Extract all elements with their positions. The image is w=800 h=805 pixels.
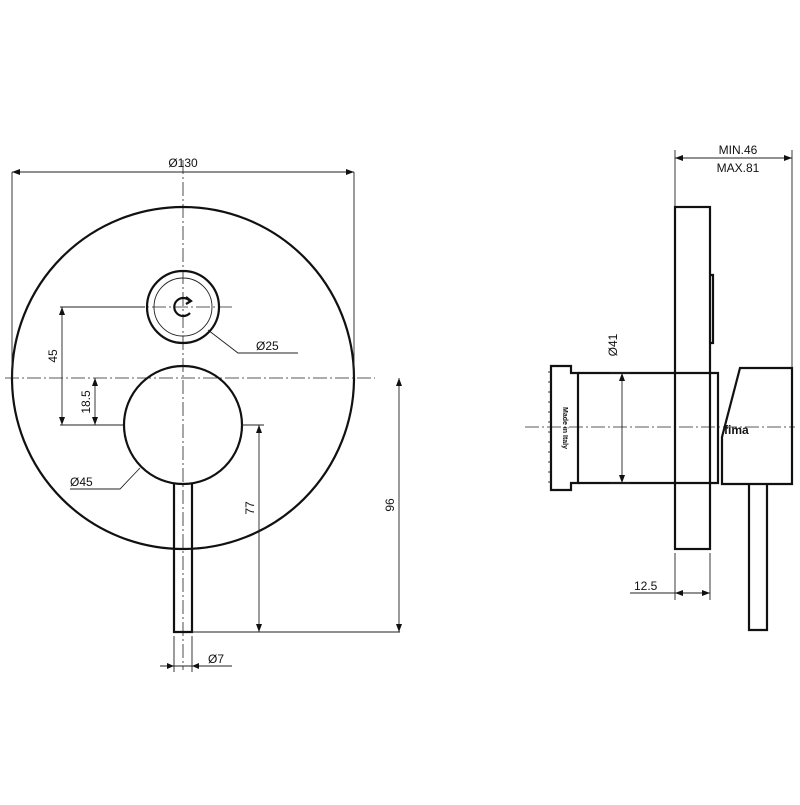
side-handle	[720, 366, 794, 486]
diverter-arrow-icon	[173, 296, 191, 318]
side-lever	[747, 484, 769, 632]
dim-total-height-label: 96	[383, 498, 397, 512]
dim-45-leader	[70, 467, 141, 490]
dim-plate-thickness-label: 12.5	[634, 579, 658, 593]
dim-outer-diameter-label: Ø130	[168, 156, 198, 170]
diverter-knob-inner	[153, 277, 213, 337]
dim-handle-diameter-label: Ø45	[70, 475, 93, 489]
front-view: Ø130 Ø25 45 18.5 Ø45 77 96 Ø7	[5, 156, 402, 672]
dim-25-leader	[207, 329, 298, 354]
diverter-knob-outer	[145, 269, 221, 345]
dim-body-diameter-label: Ø41	[606, 333, 620, 356]
dim-knob-offset-label: 45	[46, 349, 60, 363]
dim-depth-min-label: MIN.46	[719, 143, 758, 157]
side-view: Made in Italy fima MIN.46 MAX.81 Ø41 12.…	[525, 143, 795, 632]
made-in-italy-marking: Made in Italy	[561, 407, 568, 449]
dim-12-5-arrows	[675, 590, 710, 596]
nut-thread-marks	[548, 371, 551, 483]
dim-small-knob-diameter-label: Ø25	[256, 339, 279, 353]
side-diverter-knob	[710, 273, 715, 345]
dim-handle-offset-label: 18.5	[79, 390, 93, 414]
dim-7-arrows	[167, 663, 199, 669]
dim-lever-diameter-label: Ø7	[208, 652, 224, 666]
brand-logo: fima	[724, 423, 749, 437]
dim-lever-length-label: 77	[243, 501, 257, 515]
dim-depth-max-label: MAX.81	[717, 161, 760, 175]
lever-outline	[172, 484, 194, 634]
diverter-arrowhead-icon	[185, 296, 193, 305]
side-cartridge-body	[578, 371, 720, 485]
side-cover-plate	[673, 205, 712, 551]
